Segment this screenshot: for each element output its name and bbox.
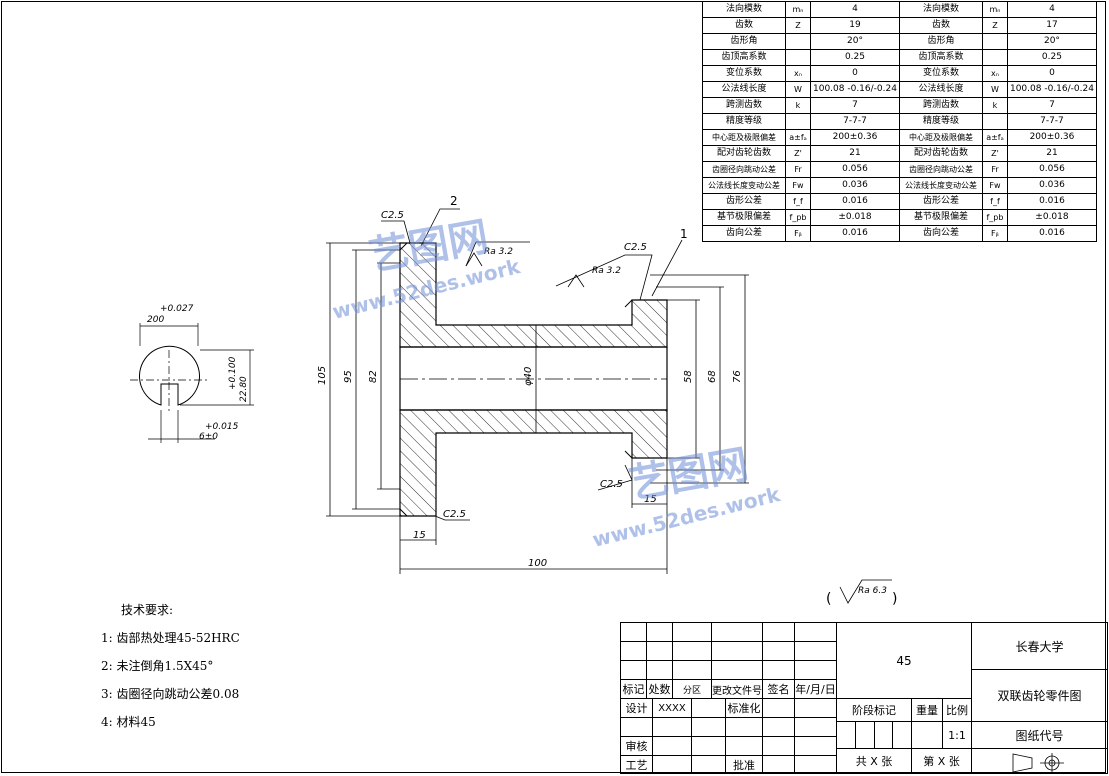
tech-req-item: 1: 齿部热处理45-52HRC xyxy=(101,631,240,645)
tb-company: 长春大学 xyxy=(971,622,1108,670)
tb-signature: 签名 xyxy=(762,679,795,699)
dim-phi40: φ40 xyxy=(523,367,534,386)
tech-req-title: 技术要求: xyxy=(121,603,174,617)
dim-100: 100 xyxy=(528,558,547,569)
roughness-ra32-a: Ra 3.2 xyxy=(484,247,513,257)
chamfer-c25-bottom-left: C2.5 xyxy=(443,509,466,520)
keyway-view xyxy=(130,323,254,443)
tb-approve: 批准 xyxy=(725,755,763,774)
param-value: 0.25 xyxy=(1006,49,1097,66)
projection-symbol xyxy=(1012,753,1064,773)
tb-sheets-total: 共 X 张 xyxy=(836,748,912,774)
tb-material: 45 xyxy=(836,622,972,699)
dim-95: 95 xyxy=(343,370,354,383)
param-symbol: W xyxy=(981,81,1008,98)
chamfer-c25-top-right: C2.5 xyxy=(624,242,647,253)
dim-15-right: 15 xyxy=(644,494,657,505)
tb-mark: 标记 xyxy=(620,679,647,699)
tb-scale: 1:1 xyxy=(942,721,972,749)
tb-weight: 重量 xyxy=(911,698,943,722)
param-value: 0.016 xyxy=(1006,225,1097,242)
keyway-h2280: 22.80 xyxy=(239,376,249,402)
dim-82: 82 xyxy=(368,370,379,383)
tb-part-name: 双联齿轮零件图 xyxy=(971,669,1108,722)
keyway-tol-side: +0.100 xyxy=(228,356,238,390)
tb-process: 工艺 xyxy=(620,755,653,774)
tech-req-item: 2: 未注倒角1.5X45° xyxy=(101,659,214,673)
dim-58: 58 xyxy=(683,370,694,383)
balloon-2: 2 xyxy=(450,194,458,208)
dim-15-left: 15 xyxy=(413,530,426,541)
dim-68: 68 xyxy=(707,370,718,383)
param-symbol: a±fₐ xyxy=(785,129,811,146)
tb-drawing-no: 图纸代号 xyxy=(971,721,1108,749)
tb-sheet-no: 第 X 张 xyxy=(911,748,972,774)
diameter-dimensions-right xyxy=(650,274,749,484)
param-symbol: Fᵦ xyxy=(785,225,811,242)
svg-text:): ) xyxy=(892,591,897,607)
tb-date: 年/月/日 xyxy=(794,679,837,699)
section-hatch-bottom xyxy=(399,409,668,517)
param-symbol: Fᵦ xyxy=(981,225,1008,242)
tb-count: 处数 xyxy=(646,679,673,699)
tech-req-item: 3: 齿圈径向跳动公差0.08 xyxy=(101,687,240,701)
svg-text:(: ( xyxy=(826,591,831,607)
balloon-1: 1 xyxy=(680,227,688,241)
chamfer-c25-top-left: C2.5 xyxy=(381,210,404,221)
tb-change-doc: 更改文件号 xyxy=(711,679,763,699)
dim-76: 76 xyxy=(732,370,743,383)
bore xyxy=(399,346,668,411)
tech-req-item: 4: 材料45 xyxy=(101,715,156,729)
keyway-w6: 6±0 xyxy=(199,432,218,442)
technical-requirements: 技术要求: 1: 齿部热处理45-52HRC 2: 未注倒角1.5X45° 3:… xyxy=(101,596,240,736)
tb-review: 审核 xyxy=(620,736,653,756)
keyway-tol-bottom: +0.015 xyxy=(205,422,239,432)
tb-designer: XXXX xyxy=(652,698,692,718)
diameter-dimensions-left xyxy=(326,242,537,517)
tb-standardize: 标准化 xyxy=(725,698,763,718)
roughness-ra63-general: Ra 6.3 xyxy=(858,586,887,596)
keyway-tol-top: +0.027 xyxy=(160,304,194,314)
tb-scale-label: 比例 xyxy=(942,698,972,722)
keyway-w200: 200 xyxy=(147,315,164,325)
roughness-ra32-b: Ra 3.2 xyxy=(592,266,621,276)
tb-design: 设计 xyxy=(620,698,653,718)
title-block: 标记 处数 分区 更改文件号 签名 年/月/日 设计 XXXX 标准化 审核 工… xyxy=(620,622,1108,774)
tb-zone: 分区 xyxy=(672,679,712,699)
tb-stage-mark: 阶段标记 xyxy=(836,698,912,722)
dim-105: 105 xyxy=(317,366,328,385)
length-dimensions xyxy=(399,458,668,574)
chamfer-c25-bottom-right: C2.5 xyxy=(600,479,623,490)
